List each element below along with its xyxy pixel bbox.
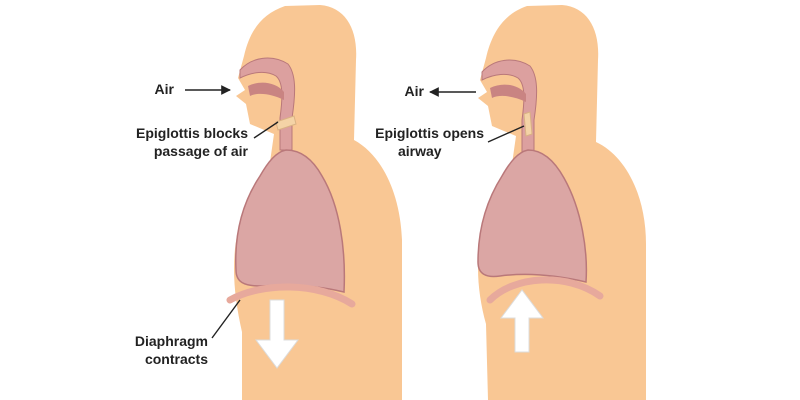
left-air-label: Air [155,81,175,97]
right-epiglottis-label-line1: Epiglottis opens [375,125,484,141]
left-figure: Air Epiglottis blocks passage of air Dia… [135,5,402,400]
left-diaphragm-arrow [255,299,299,369]
left-epiglottis-label-line1: Epiglottis blocks [136,125,248,141]
right-diaphragm [486,276,604,304]
right-epiglottis [523,111,533,137]
left-epiglottis [275,115,297,131]
left-diaphragm-label-line1: Diaphragm [135,333,208,349]
right-epiglottis-label-line2: airway [398,143,442,159]
left-epiglottis-pointer [253,121,279,139]
left-diaphragm-pointer [211,299,241,339]
left-diaphragm [226,283,356,308]
right-epiglottis-pointer [487,125,525,143]
left-diaphragm-label-line2: contracts [145,351,208,367]
right-diaphragm-arrow [500,289,544,353]
right-figure: Air Epiglottis opens airway [375,5,646,400]
left-epiglottis-label-line2: passage of air [154,143,249,159]
right-air-label: Air [405,83,425,99]
right-lungs [477,149,588,283]
left-tongue [248,82,284,100]
right-tongue [490,84,526,102]
